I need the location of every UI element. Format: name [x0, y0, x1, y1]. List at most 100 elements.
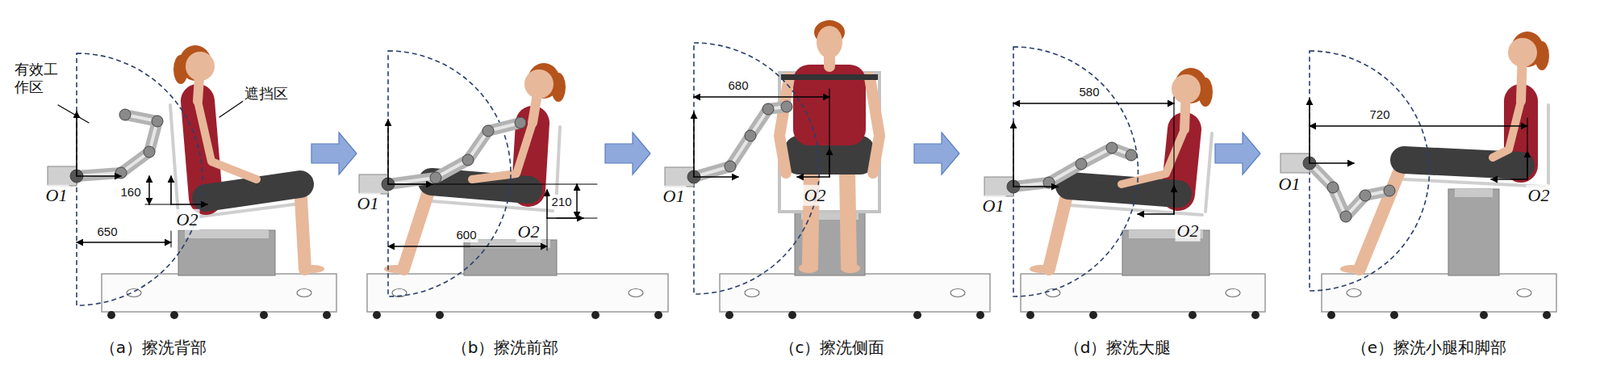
cart-base — [367, 273, 669, 312]
robot-joint — [462, 154, 474, 166]
dimension-line — [388, 245, 548, 247]
flow-arrow — [605, 132, 651, 175]
arm — [779, 77, 790, 173]
panel — [984, 46, 1266, 319]
dimension-value: 210 — [549, 194, 573, 209]
chair-back — [170, 104, 179, 216]
axis-line — [546, 189, 548, 218]
cart-hole — [628, 288, 644, 297]
robot-joint — [1340, 210, 1352, 222]
ponytail — [173, 54, 188, 84]
robot-arm — [76, 114, 158, 176]
robot-joint — [482, 125, 494, 137]
origin-label: O1 — [661, 185, 687, 207]
wheel — [1327, 310, 1336, 319]
robot-joint — [1383, 184, 1396, 197]
wheel — [1188, 310, 1197, 319]
robot-joint — [1075, 158, 1087, 170]
workspace-boundary — [1309, 50, 1429, 291]
dimension-line — [148, 175, 151, 205]
axis-line — [1309, 162, 1354, 164]
subfigure-caption: （c）擦洗侧面 — [779, 337, 886, 357]
arm — [869, 77, 880, 173]
cart-base — [1321, 273, 1557, 312]
extension-line — [1173, 96, 1174, 214]
chair-back — [1205, 133, 1212, 212]
foot — [840, 263, 861, 273]
wheel — [322, 310, 331, 319]
cart-base — [101, 273, 337, 312]
dimension-line — [1309, 125, 1528, 127]
dimension-value: 720 — [1367, 107, 1392, 122]
dimension-value: 580 — [1077, 84, 1101, 100]
robot-arm-highlight — [693, 106, 787, 177]
pedestal-top — [184, 229, 269, 239]
wheel — [1479, 310, 1488, 319]
extension-line — [828, 88, 830, 177]
wheel — [788, 310, 797, 319]
axis-line — [170, 175, 172, 205]
foot — [1029, 264, 1053, 273]
head — [1508, 37, 1538, 67]
robot-joint — [781, 100, 793, 113]
robot-joint — [151, 115, 163, 127]
lower-leg — [403, 181, 432, 269]
robot-joint — [744, 129, 757, 142]
cart-hole — [1516, 288, 1532, 297]
panel — [47, 45, 337, 319]
panel — [359, 50, 669, 319]
arm — [1492, 100, 1521, 158]
pedestal-top — [1454, 188, 1493, 197]
robot-arm-highlight — [76, 114, 158, 176]
workspace-boundary — [76, 53, 203, 305]
cart-hole — [126, 288, 142, 297]
dimension-value: 650 — [95, 224, 119, 239]
head — [1171, 74, 1201, 104]
robot-joint — [430, 171, 442, 184]
wheel — [1542, 310, 1551, 319]
origin-label: O1 — [981, 195, 1007, 217]
wheel — [913, 310, 922, 319]
thigh — [205, 183, 301, 198]
robot-arm — [1309, 162, 1390, 217]
flow-arrow — [914, 132, 960, 175]
leader-line — [58, 104, 89, 123]
arm — [197, 100, 257, 180]
head — [816, 25, 843, 59]
ponytail — [1534, 41, 1550, 71]
extension-line — [388, 183, 598, 185]
subfigure-caption: （a）擦洗背部 — [100, 337, 207, 357]
robot-arm-highlight — [1309, 162, 1390, 217]
wheel — [976, 310, 985, 319]
robot-joint — [115, 167, 127, 179]
foot — [301, 264, 325, 273]
flow-arrow — [311, 132, 357, 175]
axis-line — [797, 175, 830, 178]
wheel — [725, 310, 734, 319]
annotation-label: 有效工 作区 — [14, 60, 63, 96]
wheel — [654, 310, 663, 319]
ponytail — [551, 72, 566, 102]
pedestal — [1448, 188, 1500, 276]
dimension-line — [1013, 102, 1174, 105]
cart-hole — [1346, 288, 1362, 297]
axis-line — [693, 112, 695, 177]
origin-label: O2 — [175, 208, 201, 230]
robot-arm — [388, 122, 521, 184]
axis-line — [1491, 178, 1528, 180]
origin-label: O2 — [516, 221, 542, 243]
leg — [810, 169, 812, 265]
origin-label: O1 — [355, 192, 381, 214]
robot-joint — [1359, 189, 1371, 201]
origin-label: O1 — [44, 184, 70, 206]
wheel — [1251, 310, 1260, 319]
wheel — [372, 310, 381, 319]
axis-line — [171, 203, 208, 205]
subfigure-caption: （b）擦洗前部 — [451, 337, 560, 357]
extension-line — [171, 230, 172, 247]
axis-line — [75, 111, 78, 176]
robot-joint — [1106, 142, 1118, 154]
robot-joint — [724, 160, 736, 172]
pedestal — [178, 229, 276, 276]
